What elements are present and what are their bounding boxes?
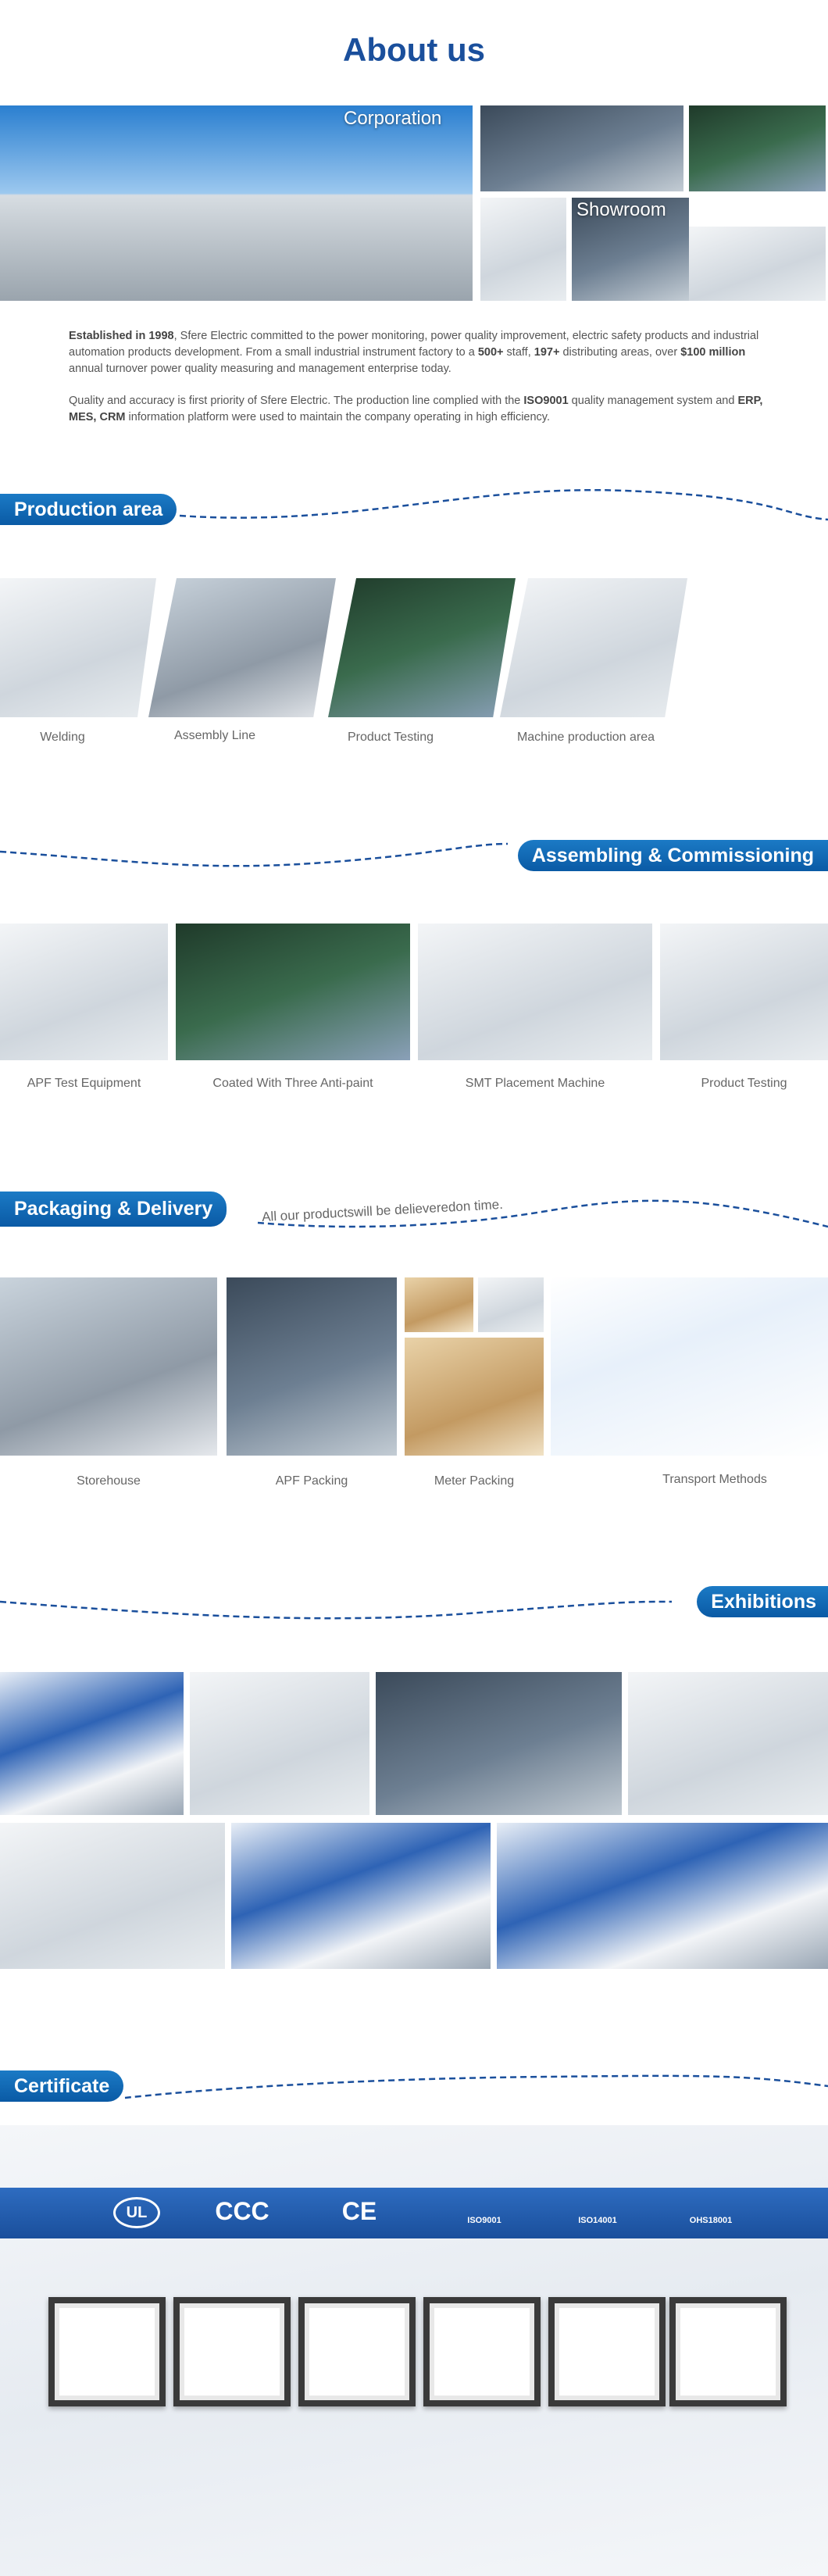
dashed-wave [124,2074,828,2099]
meter-packing-image-3 [405,1338,544,1456]
page-title: About us [343,31,485,68]
certificate-frame [548,2297,666,2406]
production-image-assembly [148,578,336,717]
highlight-text: 500+ [477,346,504,359]
iso9001-logo: ISO9001 [467,2216,501,2225]
dashed-wave [0,1600,673,1620]
showroom-image-4: Showroom [572,198,689,301]
caption: Machine production area [516,731,655,744]
showroom-label: Showroom [576,199,666,220]
certificate-frame [669,2297,787,2406]
caption: Welding [40,731,85,744]
certificate-frame [48,2297,166,2406]
iso14001-logo: ISO14001 [578,2216,617,2225]
meter-packing-image-2 [478,1277,544,1332]
assembling-image-1 [0,924,168,1060]
production-image-welding [0,578,156,717]
caption: Product Testing [348,731,434,744]
caption: Coated With Three Anti-paint [212,1077,373,1090]
assembling-image-2 [176,924,410,1060]
caption: Product Testing [701,1077,787,1090]
caption: Storehouse [77,1474,141,1488]
exhibition-image [231,1823,491,1969]
assembling-image-4 [660,924,828,1060]
intro-paragraph-2: Quality and accuracy is first priority o… [69,393,764,426]
caption: APF Test Equipment [27,1077,141,1090]
text-segment: annual turnover power quality measuring … [69,363,451,375]
production-image-testing [328,578,516,717]
ce-logo: CE [341,2197,377,2225]
production-image-machine [500,578,687,717]
storehouse-image [0,1277,217,1456]
meter-packing-image-1 [405,1277,473,1332]
exhibition-image [376,1672,622,1815]
section-header-production: Production area [0,494,177,525]
section-header-assembling: Assembling & Commissioning [517,840,828,871]
highlight-text: ERP, MES, CRM [69,395,763,423]
exhibition-image [0,1672,184,1815]
text-segment: staff, [503,346,534,359]
section-header-packaging: Packaging & Delivery [0,1192,227,1227]
apf-packing-image [227,1277,397,1456]
showroom-image-2 [689,105,826,191]
text-segment: information platform were used to mainta… [125,411,551,423]
caption: APF Packing [275,1474,348,1488]
highlight-text: Established in 1998 [69,330,174,342]
text-segment: Quality and accuracy is first priority o… [69,395,524,407]
exhibition-image [497,1823,828,1969]
ohs18001-logo: OHS18001 [689,2216,733,2225]
showroom-image-1 [480,105,683,191]
section-header-certificate: Certificate [0,2070,124,2102]
section-header-exhibitions: Exhibitions [697,1586,828,1617]
transport-methods-image [551,1277,828,1456]
exhibition-image [190,1672,369,1815]
exhibition-image [0,1823,225,1969]
caption: Transport Methods [662,1473,767,1486]
showroom-image-5 [689,227,826,301]
text-segment: , Sfere Electric committed to the power … [69,330,759,359]
certificate-frame [423,2297,541,2406]
ccc-logo: CCC [215,2197,269,2225]
highlight-text: 197+ [534,346,560,359]
showroom-image-3 [480,198,566,301]
exhibition-image [628,1672,828,1815]
intro-paragraph-1: Established in 1998, Sfere Electric comm… [69,328,764,377]
caption: SMT Placement Machine [465,1077,605,1090]
corporation-label: Corporation [344,108,442,129]
highlight-text: $100 million [680,346,746,359]
text-segment: quality management system and [568,395,738,407]
certificate-frame [173,2297,291,2406]
ul-logo: UL [113,2197,160,2228]
text-segment: distributing areas, over [559,346,681,359]
assembling-image-3 [418,924,652,1060]
dashed-wave [179,488,828,521]
certificate-frame [298,2297,416,2406]
corporation-image: Corporation [0,105,473,301]
caption: Assembly Line [173,729,256,742]
highlight-text: ISO9001 [523,395,569,407]
caption: Meter Packing [434,1474,515,1488]
company-intro: Established in 1998, Sfere Electric comm… [69,328,764,441]
dashed-wave [0,842,509,867]
dashed-wave [257,1199,828,1228]
